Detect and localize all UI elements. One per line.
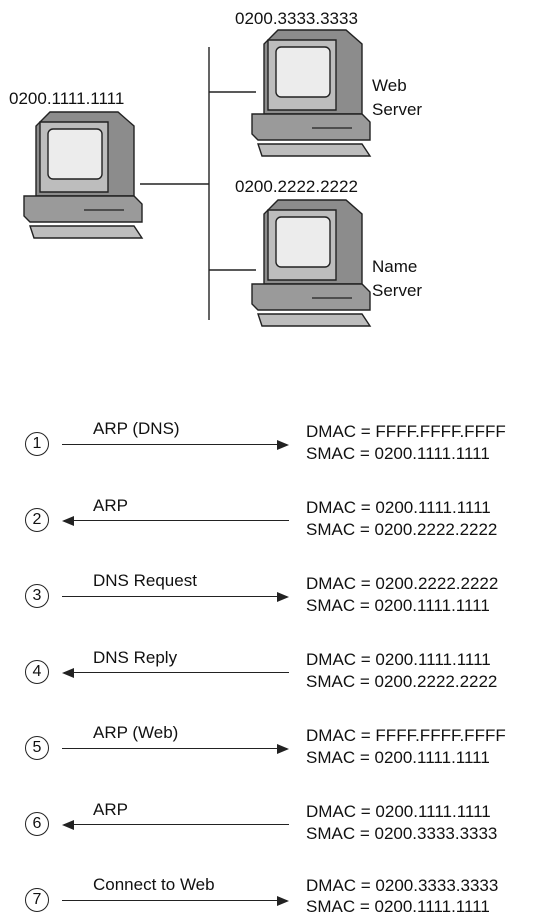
web-server-pc-icon [251,29,371,157]
step-label: DNS Reply [93,648,178,667]
arrow-right-icon [62,439,289,451]
arrow-left-icon [62,667,289,679]
step-number: 5 [25,736,49,760]
step-label: DNS Request [93,571,197,590]
smac-value: SMAC = 0200.1111.1111 [306,748,490,767]
smac-value: SMAC = 0200.1111.1111 [306,897,490,916]
name-server-pc-icon [251,199,371,327]
smac-value: SMAC = 0200.3333.3333 [306,824,498,843]
step-label: Connect to Web [93,875,215,894]
step-number: 3 [25,584,49,608]
smac-value: SMAC = 0200.1111.1111 [306,596,490,615]
step-number: 7 [25,888,49,912]
client-mac-label: 0200.1111.1111 [9,89,125,108]
step-label: ARP (DNS) [93,419,180,438]
smac-value: SMAC = 0200.2222.2222 [306,520,498,539]
arrow-right-icon [62,895,289,907]
name-server-name-line2: Server [372,281,423,300]
step-number: 4 [25,660,49,684]
web-server-mac-label: 0200.3333.3333 [235,9,358,28]
step-label: ARP (Web) [93,723,179,742]
step-label: ARP [93,496,128,515]
dmac-value: DMAC = 0200.3333.3333 [306,876,499,895]
dmac-value: DMAC = 0200.1111.1111 [306,498,491,517]
step-label: ARP [93,800,128,819]
arrow-left-icon [62,515,289,527]
name-server-mac-label: 0200.2222.2222 [235,177,358,196]
web-server-name-line2: Server [372,100,423,119]
step-number: 6 [25,812,49,836]
client-pc-icon [23,111,143,239]
step-number: 1 [25,432,49,456]
web-server-name-line1: Web [372,76,407,95]
dmac-value: DMAC = 0200.1111.1111 [306,802,491,821]
smac-value: SMAC = 0200.2222.2222 [306,672,498,691]
dmac-value: DMAC = 0200.2222.2222 [306,574,499,593]
dmac-value: DMAC = 0200.1111.1111 [306,650,491,669]
arrow-right-icon [62,743,289,755]
name-server-name-line1: Name [372,257,418,276]
dmac-value: DMAC = FFFF.FFFF.FFFF [306,726,506,745]
smac-value: SMAC = 0200.1111.1111 [306,444,490,463]
arrow-left-icon [62,819,289,831]
dmac-value: DMAC = FFFF.FFFF.FFFF [306,422,506,441]
step-number: 2 [25,508,49,532]
arrow-right-icon [62,591,289,603]
